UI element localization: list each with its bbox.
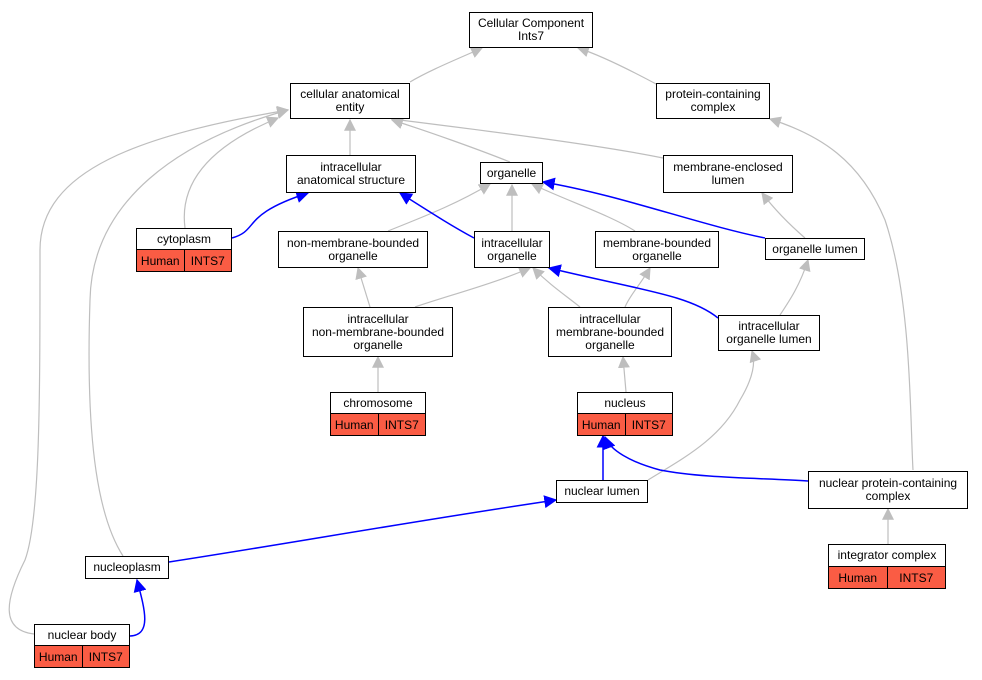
is-a-edge-14 bbox=[624, 266, 651, 308]
species-label: Human bbox=[331, 414, 378, 435]
species-label: Human bbox=[137, 250, 184, 271]
gene-label: INTS7 bbox=[886, 567, 945, 588]
part-of-edge-25 bbox=[547, 264, 719, 319]
node-membrane-enclosed-lumen[interactable]: membrane-enclosed lumen bbox=[663, 155, 793, 193]
node-chromosome[interactable]: chromosome bbox=[330, 392, 426, 414]
gene-label: INTS7 bbox=[624, 414, 672, 435]
annotation-nuclear-body: Human INTS7 bbox=[34, 646, 130, 668]
node-intracellular-anatomical-structure[interactable]: intracellular anatomical structure bbox=[286, 155, 416, 193]
species-label: Human bbox=[35, 646, 82, 667]
is-a-edge-18 bbox=[647, 349, 762, 481]
is-a-edge-0 bbox=[576, 45, 659, 86]
is-a-edge-7 bbox=[387, 183, 492, 232]
is-a-edge-11 bbox=[355, 266, 371, 308]
edge-layer bbox=[8, 45, 914, 637]
annotation-chromosome: Human INTS7 bbox=[330, 414, 426, 436]
node-cellular-anatomical-entity[interactable]: cellular anatomical entity bbox=[290, 83, 410, 119]
is-a-edge-1 bbox=[409, 47, 484, 83]
node-cellular-component-ints7[interactable]: Cellular Component Ints7 bbox=[469, 12, 593, 48]
node-organelle-lumen[interactable]: organelle lumen bbox=[765, 238, 865, 260]
is-a-edge-6 bbox=[183, 116, 280, 229]
node-cytoplasm[interactable]: cytoplasm bbox=[136, 228, 232, 250]
is-a-edge-21 bbox=[8, 105, 290, 635]
part-of-edge-29 bbox=[129, 578, 147, 637]
species-label: Human bbox=[578, 414, 625, 435]
annotation-integrator-complex: Human INTS7 bbox=[828, 567, 946, 589]
part-of-edge-24 bbox=[541, 177, 766, 239]
is-a-edge-5 bbox=[768, 116, 914, 471]
is-a-edge-20 bbox=[88, 107, 290, 557]
species-label: Human bbox=[829, 567, 887, 588]
node-organelle[interactable]: organelle bbox=[480, 162, 543, 184]
is-a-edge-13 bbox=[532, 267, 581, 308]
is-a-edge-10 bbox=[761, 192, 806, 239]
is-a-edge-12 bbox=[414, 266, 532, 308]
annotation-nucleus: Human INTS7 bbox=[577, 414, 673, 436]
gene-label: INTS7 bbox=[81, 646, 129, 667]
node-intracellular-organelle[interactable]: intracellular organelle bbox=[474, 231, 550, 268]
gene-label: INTS7 bbox=[377, 414, 425, 435]
part-of-edge-27 bbox=[603, 435, 809, 482]
node-intracellular-membrane-bounded-organelle[interactable]: intracellular membrane-bounded organelle bbox=[548, 307, 672, 357]
is-a-edge-17 bbox=[617, 355, 630, 393]
is-a-edge-15 bbox=[779, 258, 811, 316]
node-nuclear-lumen[interactable]: nuclear lumen bbox=[556, 480, 648, 503]
node-protein-containing-complex[interactable]: protein-containing complex bbox=[656, 83, 770, 119]
node-membrane-bounded-organelle[interactable]: membrane-bounded organelle bbox=[595, 231, 719, 268]
node-intracellular-organelle-lumen[interactable]: intracellular organelle lumen bbox=[718, 315, 820, 351]
annotation-cytoplasm: Human INTS7 bbox=[136, 250, 232, 272]
is-a-edge-3 bbox=[390, 117, 511, 163]
part-of-edge-28 bbox=[168, 495, 558, 563]
node-integrator-complex[interactable]: integrator complex bbox=[828, 544, 946, 567]
is-a-edge-9 bbox=[530, 183, 636, 232]
node-nucleoplasm[interactable]: nucleoplasm bbox=[85, 556, 169, 579]
part-of-edge-22 bbox=[231, 190, 310, 239]
node-nuclear-body[interactable]: nuclear body bbox=[34, 624, 130, 646]
node-non-membrane-bounded-organelle[interactable]: non-membrane-bounded organelle bbox=[278, 231, 428, 268]
node-intracellular-non-membrane-bounded-organelle[interactable]: intracellular non-membrane-bounded organ… bbox=[303, 307, 453, 357]
node-nucleus[interactable]: nucleus bbox=[577, 392, 673, 414]
is-a-edge-4 bbox=[390, 114, 664, 159]
gene-label: INTS7 bbox=[183, 250, 231, 271]
node-nuclear-protein-containing-complex[interactable]: nuclear protein-containing complex bbox=[808, 471, 968, 509]
part-of-edge-23 bbox=[398, 192, 475, 239]
